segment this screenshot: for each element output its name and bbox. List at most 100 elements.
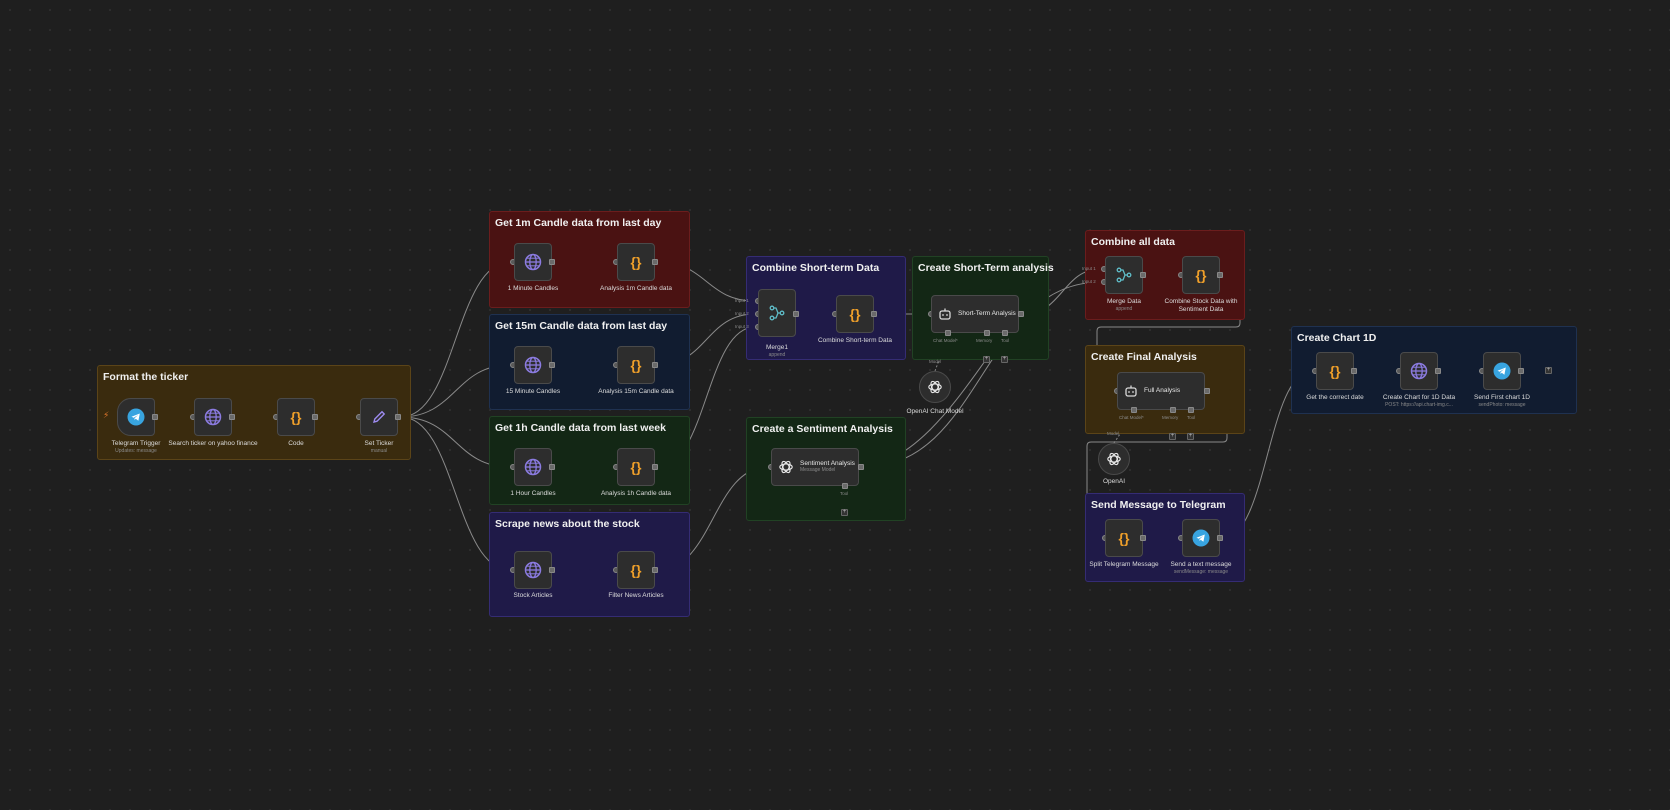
output-port[interactable]: [858, 464, 864, 470]
node-label: Combine Stock Data with Sentiment Data: [1164, 298, 1238, 313]
output-port[interactable]: [1018, 311, 1024, 317]
node-openai[interactable]: [1098, 443, 1130, 475]
port-label-memory: Memory: [976, 338, 993, 343]
merge-icon: [1116, 267, 1132, 283]
output-port[interactable]: [1518, 368, 1524, 374]
node-stock-articles[interactable]: [514, 551, 552, 589]
add-next-node-button[interactable]: +: [1545, 367, 1552, 374]
code-icon: {}: [1118, 530, 1130, 546]
openai-icon: [1107, 452, 1121, 466]
chat-model-port[interactable]: [1131, 407, 1137, 413]
node-label: Analysis 1m Candle data: [600, 285, 672, 292]
node-label: Send a text message sendMessage: message: [1170, 561, 1232, 575]
output-port[interactable]: [229, 414, 235, 420]
group-title: Get 1h Candle data from last week: [495, 422, 666, 434]
node-send-first-chart[interactable]: [1483, 352, 1521, 390]
node-label: Stock Articles: [513, 592, 553, 599]
output-port[interactable]: [1351, 368, 1357, 374]
node-filter-news[interactable]: {}: [617, 551, 655, 589]
node-telegram-trigger[interactable]: [117, 398, 155, 436]
node-analysis-15m[interactable]: {}: [617, 346, 655, 384]
node-label: Search ticker on yahoo finance: [168, 440, 258, 447]
output-port[interactable]: [312, 414, 318, 420]
node-combine-stock-sentiment[interactable]: {}: [1182, 256, 1220, 294]
node-label: OpenAI: [1102, 478, 1126, 485]
node-split-telegram[interactable]: {}: [1105, 519, 1143, 557]
memory-port[interactable]: [1170, 407, 1176, 413]
output-port[interactable]: [549, 362, 555, 368]
chat-model-port[interactable]: [945, 330, 951, 336]
node-create-chart-1d[interactable]: [1400, 352, 1438, 390]
output-port[interactable]: [1217, 535, 1223, 541]
node-get-correct-date[interactable]: {}: [1316, 352, 1354, 390]
output-port[interactable]: [652, 259, 658, 265]
port-label-tool: Tool: [1001, 338, 1010, 343]
node-label: OpenAI Chat Model: [906, 408, 964, 415]
node-label: Merge Data append: [1107, 298, 1141, 312]
node-search-ticker[interactable]: [194, 398, 232, 436]
robot-icon: [939, 308, 951, 320]
telegram-icon: [127, 408, 145, 426]
code-icon: {}: [1195, 267, 1207, 283]
node-1-hour-candles[interactable]: [514, 448, 552, 486]
node-openai-chat-model[interactable]: [919, 371, 951, 403]
globe-icon: [524, 356, 542, 374]
group-title: Create a Sentiment Analysis: [752, 423, 893, 435]
port-label-input-1: Input 1: [1082, 266, 1096, 271]
node-label: Code: [288, 440, 304, 447]
add-memory-button[interactable]: +: [1169, 433, 1176, 440]
group-final-analysis[interactable]: Create Final Analysis: [1085, 345, 1245, 434]
node-send-text-message[interactable]: [1182, 519, 1220, 557]
node-label: Merge1 append: [765, 344, 789, 358]
output-port[interactable]: [871, 311, 877, 317]
output-port[interactable]: [1204, 388, 1210, 394]
memory-port[interactable]: [984, 330, 990, 336]
output-port[interactable]: [1140, 272, 1146, 278]
output-port[interactable]: [549, 259, 555, 265]
node-analysis-1m[interactable]: {}: [617, 243, 655, 281]
node-short-term-analysis[interactable]: Short-Term Analysis: [931, 295, 1019, 333]
tool-port[interactable]: [1188, 407, 1194, 413]
node-merge1[interactable]: [758, 289, 796, 337]
node-merge-data[interactable]: [1105, 256, 1143, 294]
output-port[interactable]: [152, 414, 158, 420]
output-port[interactable]: [652, 464, 658, 470]
output-port[interactable]: [652, 567, 658, 573]
node-set-ticker[interactable]: [360, 398, 398, 436]
node-label: 1 Minute Candles: [507, 285, 559, 292]
node-sentiment-analysis[interactable]: Sentiment Analysis Message Model: [771, 448, 859, 486]
group-title: Create Chart 1D: [1297, 332, 1377, 344]
port-label-memory: Memory: [1162, 415, 1179, 420]
openai-icon: [779, 460, 793, 474]
node-combine-short-term-data[interactable]: {}: [836, 295, 874, 333]
tool-port[interactable]: [842, 483, 848, 489]
node-label: Telegram Trigger Updates: message: [111, 440, 161, 454]
merge-icon: [769, 305, 785, 321]
output-port[interactable]: [793, 311, 799, 317]
add-tool-button[interactable]: +: [841, 509, 848, 516]
node-label: 1 Hour Candles: [510, 490, 556, 497]
output-port[interactable]: [652, 362, 658, 368]
add-tool-button[interactable]: +: [1001, 356, 1008, 363]
port-label-input-3: Input 3: [735, 324, 749, 329]
node-15-minute-candles[interactable]: [514, 346, 552, 384]
node-label: Get the correct date: [1306, 394, 1364, 401]
telegram-icon: [1192, 529, 1210, 547]
output-port[interactable]: [1217, 272, 1223, 278]
output-port[interactable]: [395, 414, 401, 420]
add-tool-button[interactable]: +: [1187, 433, 1194, 440]
node-1-minute-candles[interactable]: [514, 243, 552, 281]
node-code[interactable]: {}: [277, 398, 315, 436]
group-1m-candle[interactable]: Get 1m Candle data from last day: [489, 211, 690, 308]
add-memory-button[interactable]: +: [983, 356, 990, 363]
output-port[interactable]: [549, 464, 555, 470]
node-full-analysis[interactable]: Full Analysis: [1117, 372, 1205, 410]
node-analysis-1h[interactable]: {}: [617, 448, 655, 486]
output-port[interactable]: [1435, 368, 1441, 374]
output-port[interactable]: [1140, 535, 1146, 541]
code-icon: {}: [630, 459, 642, 475]
tool-port[interactable]: [1002, 330, 1008, 336]
output-port[interactable]: [549, 567, 555, 573]
port-label-chat-model: Chat Model*: [1119, 415, 1144, 420]
